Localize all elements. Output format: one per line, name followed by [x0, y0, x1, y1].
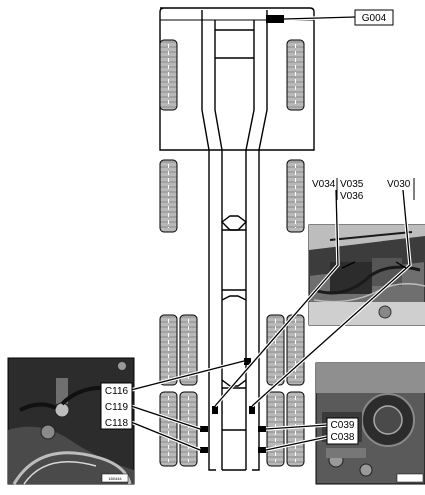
leader-c118 — [130, 421, 201, 451]
label-v034: V034 — [312, 179, 336, 190]
label-c-right-group: C039 C038 — [326, 417, 359, 445]
leader-c119 — [130, 405, 201, 430]
label-c116: C116 — [105, 386, 129, 397]
svg-text:G004: G004 — [362, 13, 387, 24]
label-g004: G004 — [354, 9, 394, 26]
leader-v030 — [251, 189, 411, 407]
tire-rear2-left-outer — [159, 391, 178, 467]
v034-marker — [212, 406, 218, 414]
c116-marker — [244, 358, 251, 365]
label-v035: V035 — [340, 179, 364, 190]
tires — [159, 39, 305, 467]
v030-marker — [249, 406, 255, 414]
label-c039: C039 — [331, 420, 355, 431]
leader-c038 — [265, 436, 328, 451]
label-c118: C118 — [105, 418, 129, 429]
leader-c039 — [265, 424, 328, 430]
tire-centerlines — [168, 44, 296, 462]
photo-code-left: 180444 — [108, 476, 122, 481]
c118-marker — [200, 447, 208, 453]
leader-v034 — [214, 189, 339, 407]
label-v036: V036 — [340, 191, 364, 202]
c038-marker — [258, 447, 266, 453]
label-c119: C119 — [105, 402, 129, 413]
c119-marker — [200, 426, 208, 432]
leader-c116 — [130, 360, 245, 391]
label-c-left-group: C116 C119 C118 — [100, 382, 133, 430]
label-v034-group: V034 V035 V036 — [312, 178, 364, 202]
g004-marker — [266, 15, 284, 23]
connector-markers — [200, 15, 284, 453]
label-v030-group: V030 — [387, 178, 415, 200]
cab-outline — [159, 7, 315, 151]
c039-marker — [258, 426, 266, 432]
label-c038: C038 — [331, 432, 355, 443]
label-v030: V030 — [387, 179, 411, 190]
leader-g004 — [283, 16, 356, 20]
leader-lines — [130, 15, 412, 452]
